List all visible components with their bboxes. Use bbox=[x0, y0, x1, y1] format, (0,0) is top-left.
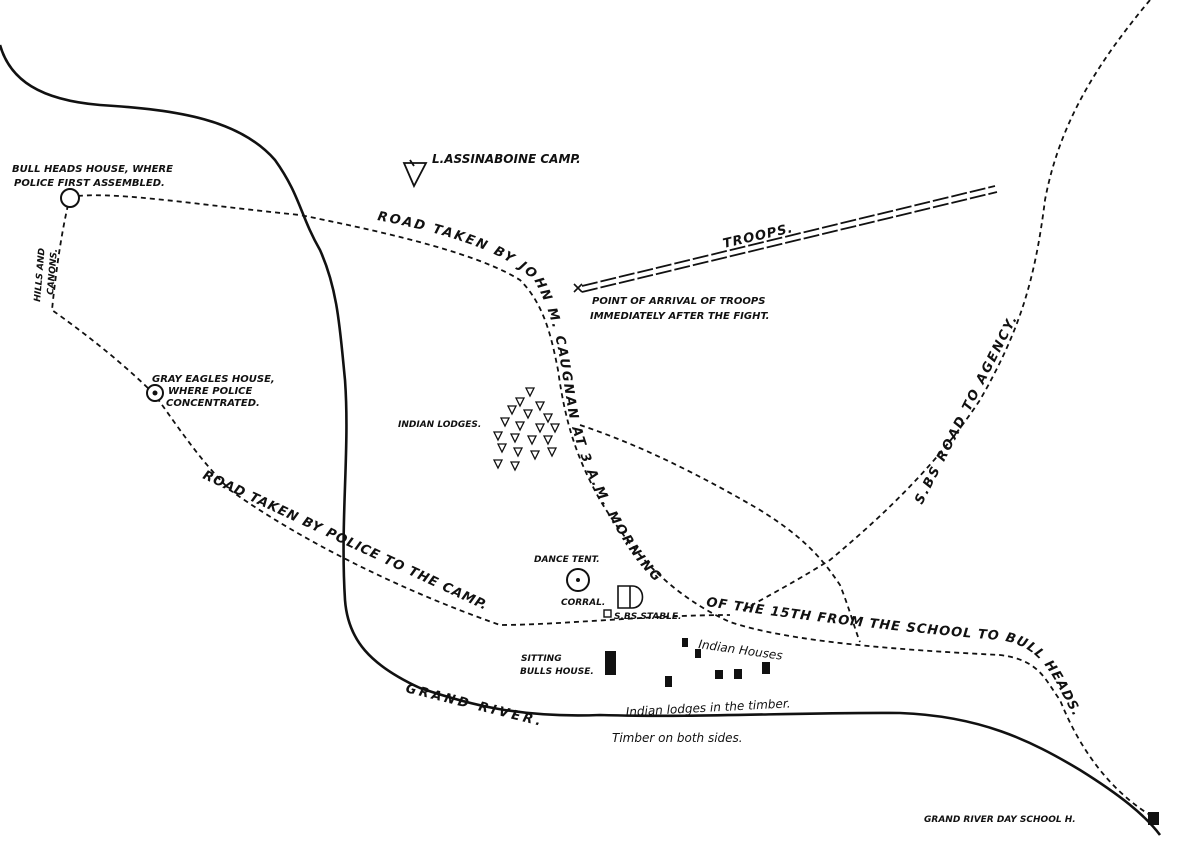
house-icon bbox=[682, 638, 688, 647]
label-assinaboine-camp: L.ASSINABOINE CAMP. bbox=[432, 152, 581, 166]
house-icon bbox=[762, 662, 770, 674]
lodge-icon bbox=[542, 435, 554, 446]
lodge-icon bbox=[549, 423, 561, 434]
lodge-icon bbox=[492, 431, 504, 442]
lodge-icon bbox=[499, 417, 511, 428]
road-hills bbox=[51, 204, 731, 626]
label-sitting-bull-2: BULLS HOUSE. bbox=[520, 667, 594, 677]
lodge-icon bbox=[492, 459, 504, 470]
gray-eagle-house-dot bbox=[152, 390, 158, 396]
corral-icon bbox=[617, 585, 644, 609]
arrival-marker bbox=[573, 283, 583, 293]
lodge-icon bbox=[506, 405, 518, 416]
label-stable: S.BS STABLE. bbox=[614, 612, 681, 622]
label-timber: Timber on both sides. bbox=[612, 731, 743, 745]
school-icon bbox=[1148, 812, 1159, 825]
lodge-icon bbox=[496, 443, 508, 454]
road-caugnan bbox=[77, 194, 1151, 816]
lodge-icon bbox=[526, 435, 538, 446]
road-branch bbox=[579, 424, 861, 643]
lodge-icon bbox=[522, 409, 534, 420]
assinaboine-tent-icon bbox=[402, 159, 428, 189]
house-icon bbox=[695, 649, 701, 658]
lodge-icon bbox=[509, 461, 521, 472]
label-gray-eagle-1: GRAY EAGLES HOUSE, bbox=[152, 374, 275, 385]
lodge-icon bbox=[546, 447, 558, 458]
stable-icon bbox=[603, 609, 612, 618]
lodge-icon bbox=[542, 413, 554, 424]
label-indian-houses: Indian Houses bbox=[698, 637, 784, 663]
house-icon bbox=[665, 676, 672, 687]
indian-lodges-icons bbox=[492, 387, 561, 472]
lodge-icon bbox=[529, 450, 541, 461]
grand-river-line bbox=[0, 44, 1162, 836]
label-dance-tent: DANCE TENT. bbox=[534, 555, 600, 565]
label-bull-heads-1: BULL HEADS HOUSE, WHERE bbox=[12, 164, 173, 175]
label-grand-river: GRAND RIVER. bbox=[404, 681, 545, 730]
troops-route bbox=[581, 185, 998, 293]
sitting-bull-house-icon bbox=[605, 651, 616, 675]
label-indian-lodges: INDIAN LODGES. bbox=[398, 420, 481, 430]
label-gray-eagle-3: CONCENTRATED. bbox=[166, 398, 260, 409]
indian-houses bbox=[605, 638, 770, 687]
lodge-icon bbox=[514, 397, 526, 408]
label-arrival-1: POINT OF ARRIVAL OF TROOPS bbox=[592, 296, 765, 307]
lodge-icon bbox=[509, 433, 521, 444]
label-corral: CORRAL. bbox=[561, 598, 605, 608]
lodge-icon bbox=[524, 387, 536, 398]
house-icon bbox=[715, 670, 723, 679]
label-gray-eagle-2: WHERE POLICE bbox=[168, 386, 253, 397]
label-school: GRAND RIVER DAY SCHOOL H. bbox=[924, 815, 1076, 825]
lodge-icon bbox=[534, 401, 546, 412]
dance-tent-dot bbox=[576, 578, 580, 582]
label-sitting-bull-1: SITTING bbox=[521, 654, 562, 664]
label-arrival-2: IMMEDIATELY AFTER THE FIGHT. bbox=[590, 311, 769, 322]
label-hills-2: CANONS. bbox=[46, 248, 60, 295]
label-hills-1: HILLS AND bbox=[33, 247, 48, 302]
label-agency-road: S.BS ROAD TO AGENCY. bbox=[912, 312, 1021, 507]
bull-heads-house-marker bbox=[60, 188, 80, 208]
lodge-icon bbox=[534, 423, 546, 434]
house-icon bbox=[734, 669, 742, 679]
lodge-icon bbox=[512, 447, 524, 458]
road-agency bbox=[739, 0, 1151, 613]
label-bull-heads-2: POLICE FIRST ASSEMBLED. bbox=[14, 178, 165, 189]
lodge-icon bbox=[514, 421, 526, 432]
label-troops: TROOPS. bbox=[722, 221, 795, 252]
